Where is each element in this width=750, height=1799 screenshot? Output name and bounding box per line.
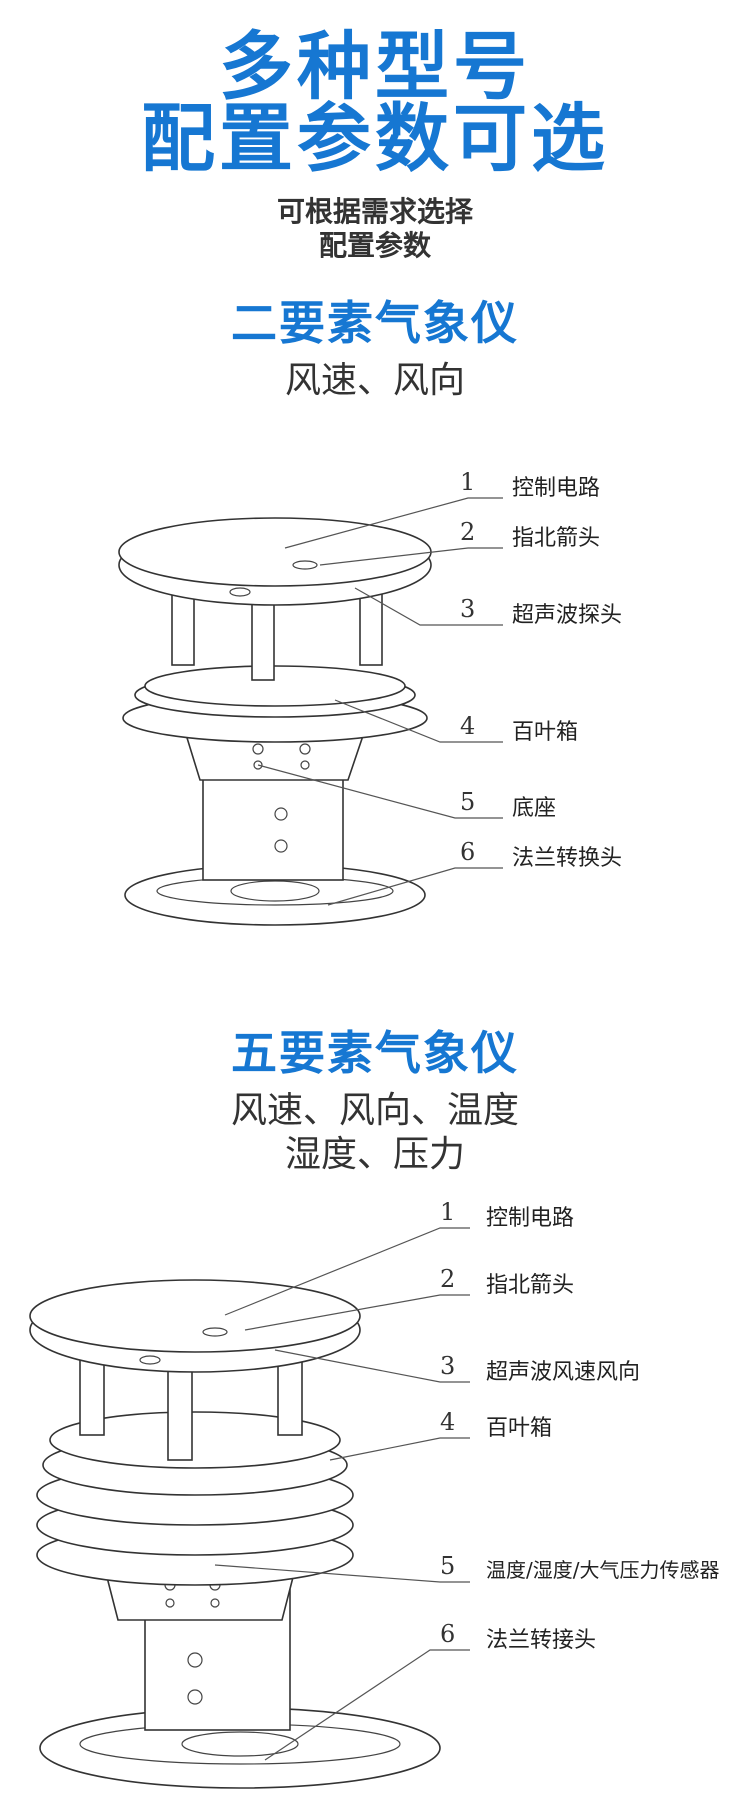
d1-label-num-2: 2 [460,518,476,546]
d2-label-num-2: 2 [440,1265,456,1293]
d1-label-num-6: 6 [460,838,476,866]
d1-label-num-1: 1 [460,468,476,496]
d1-label-text-5: 底座 [512,796,557,821]
five-element-device-drawing [29,1279,441,1789]
d1-label-text-6: 法兰转换头 [512,846,623,871]
hero-title-line2: 配置参数可选 [141,96,609,182]
d2-label-num-3: 3 [440,1352,456,1380]
d2-label-num-4: 4 [440,1408,456,1436]
d1-label-text-1: 控制电路 [512,476,601,501]
d1-label-text-2: 指北箭头 [512,526,601,551]
d1-label-num-5: 5 [460,788,476,816]
section1-subtitle: 风速、风向 [284,360,465,401]
intro-line2: 配置参数 [318,229,431,262]
d1-label-text-4: 百叶箱 [512,720,579,745]
d2-label-text-1: 控制电路 [486,1206,575,1231]
section2-subtitle-line1: 风速、风向、温度 [230,1090,519,1131]
d2-label-num-5: 5 [440,1552,456,1580]
section1-title: 二要素气象仪 [231,296,519,350]
section2-title: 五要素气象仪 [231,1026,519,1080]
intro-line1: 可根据需求选择 [276,195,473,228]
d2-label-num-6: 6 [440,1620,456,1648]
two-element-device-drawing [118,517,432,926]
hero-title-line1: 多种型号 [219,24,531,110]
d1-label-num-4: 4 [460,712,476,740]
d2-label-text-4: 百叶箱 [486,1416,553,1441]
d2-label-text-6: 法兰转接头 [486,1628,597,1653]
d2-label-text-5: 温度/湿度/大气压力传感器 [486,1558,720,1582]
d2-label-text-2: 指北箭头 [486,1273,575,1298]
d2-label-num-1: 1 [440,1198,456,1226]
d1-label-num-3: 3 [460,595,476,623]
d1-label-text-3: 超声波探头 [512,603,623,628]
section2-subtitle-line2: 湿度、压力 [284,1134,465,1175]
d2-label-text-3: 超声波风速风向 [486,1360,641,1385]
